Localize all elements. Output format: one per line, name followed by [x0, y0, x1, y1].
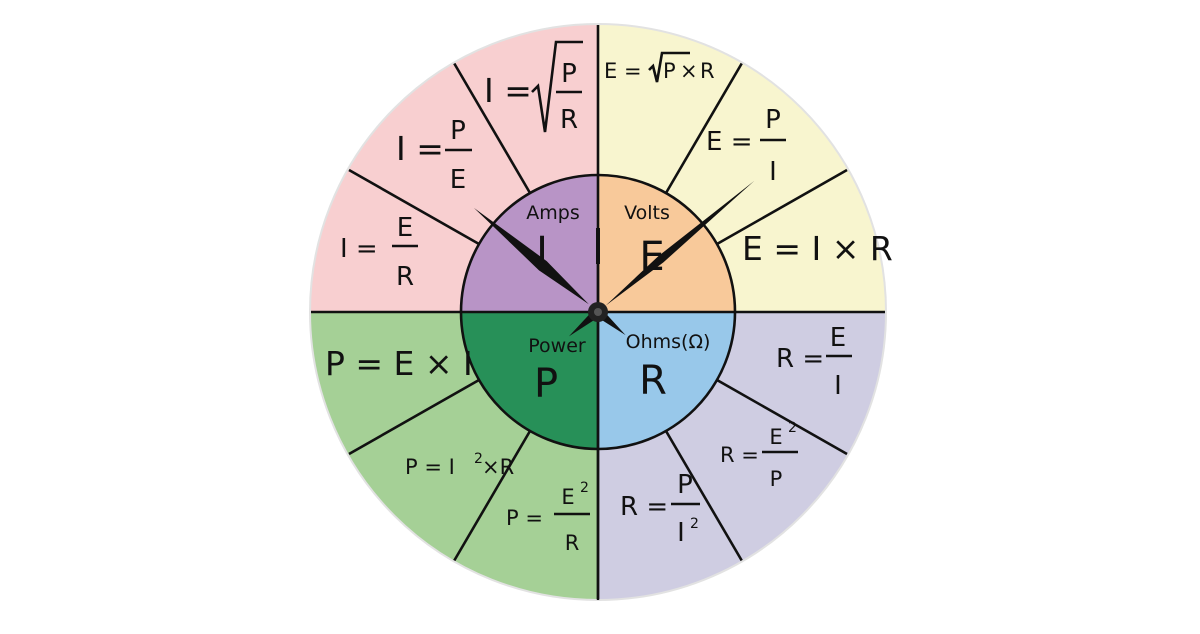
svg-text:P: P	[561, 59, 577, 89]
svg-text:I: I	[834, 371, 842, 401]
svg-text:P: P	[765, 105, 781, 135]
amps-letter: I	[536, 229, 548, 275]
formula-power-ei: P = E × I	[325, 344, 473, 383]
svg-text:R: R	[565, 531, 580, 555]
formula-amps-er: I = E R	[340, 213, 418, 292]
amps-core-quadrant	[461, 175, 598, 312]
svg-text:R =: R =	[776, 344, 824, 374]
formula-volts-ir: E = I × R	[742, 229, 893, 268]
formula-amps-pe: I = P E	[396, 116, 472, 195]
minute-hand	[568, 180, 755, 337]
svg-text:×R: ×R	[482, 455, 514, 479]
power-label: Power	[528, 335, 586, 357]
ohms-label: Ohms(Ω)	[626, 331, 711, 353]
svg-text:I: I	[769, 157, 777, 187]
formula-ohms-pi2: R = P I 2	[620, 470, 700, 548]
formula-volts-pi: E = P I	[706, 105, 786, 187]
svg-text:E =: E =	[604, 59, 642, 83]
svg-text:2: 2	[788, 420, 797, 436]
svg-text:R =: R =	[720, 443, 759, 467]
formula-ohms-e2p: R = E 2 P	[720, 420, 798, 491]
svg-text:E = I × R: E = I × R	[742, 229, 893, 268]
svg-text:E: E	[830, 323, 846, 353]
formula-power-i2r: P = I 2 ×R	[405, 451, 514, 479]
power-letter: P	[534, 361, 558, 407]
svg-text:E: E	[397, 213, 413, 243]
svg-text:P = I: P = I	[405, 455, 455, 479]
hour-hand	[473, 207, 626, 336]
svg-text:×: ×	[680, 59, 698, 83]
svg-text:E: E	[561, 485, 574, 509]
formula-amps-sqrt: I = P R	[484, 40, 583, 135]
svg-text:2: 2	[690, 516, 699, 532]
formula-power-e2r: P = E 2 R	[506, 480, 590, 555]
svg-text:I =: I =	[396, 129, 444, 168]
svg-text:R: R	[560, 105, 578, 135]
svg-text:P: P	[677, 470, 693, 500]
svg-text:I =: I =	[340, 234, 378, 264]
svg-text:R: R	[396, 262, 414, 292]
svg-text:I =: I =	[484, 71, 532, 110]
svg-text:P: P	[450, 116, 466, 146]
volts-core-quadrant	[598, 175, 735, 312]
svg-text:I: I	[677, 518, 685, 548]
svg-text:E: E	[769, 425, 782, 449]
formula-volts-sqrt: E = P × R	[604, 51, 715, 83]
second-hand	[596, 228, 600, 600]
ohms-core-quadrant	[598, 312, 735, 449]
svg-text:E: E	[450, 165, 466, 195]
formula-ohms-ei: R = E I	[776, 323, 852, 401]
svg-text:2: 2	[474, 451, 483, 467]
volts-label: Volts	[624, 202, 670, 224]
svg-text:P =: P =	[506, 506, 543, 530]
svg-text:R: R	[700, 59, 715, 83]
svg-text:P = E × I: P = E × I	[325, 344, 473, 383]
svg-text:2: 2	[580, 480, 589, 496]
svg-text:P: P	[663, 59, 676, 83]
amps-label: Amps	[526, 202, 579, 224]
svg-text:R =: R =	[620, 492, 668, 522]
ohms-letter: R	[639, 358, 667, 404]
power-core-quadrant	[461, 312, 598, 449]
svg-text:P: P	[770, 467, 783, 491]
svg-text:E =: E =	[706, 127, 752, 157]
